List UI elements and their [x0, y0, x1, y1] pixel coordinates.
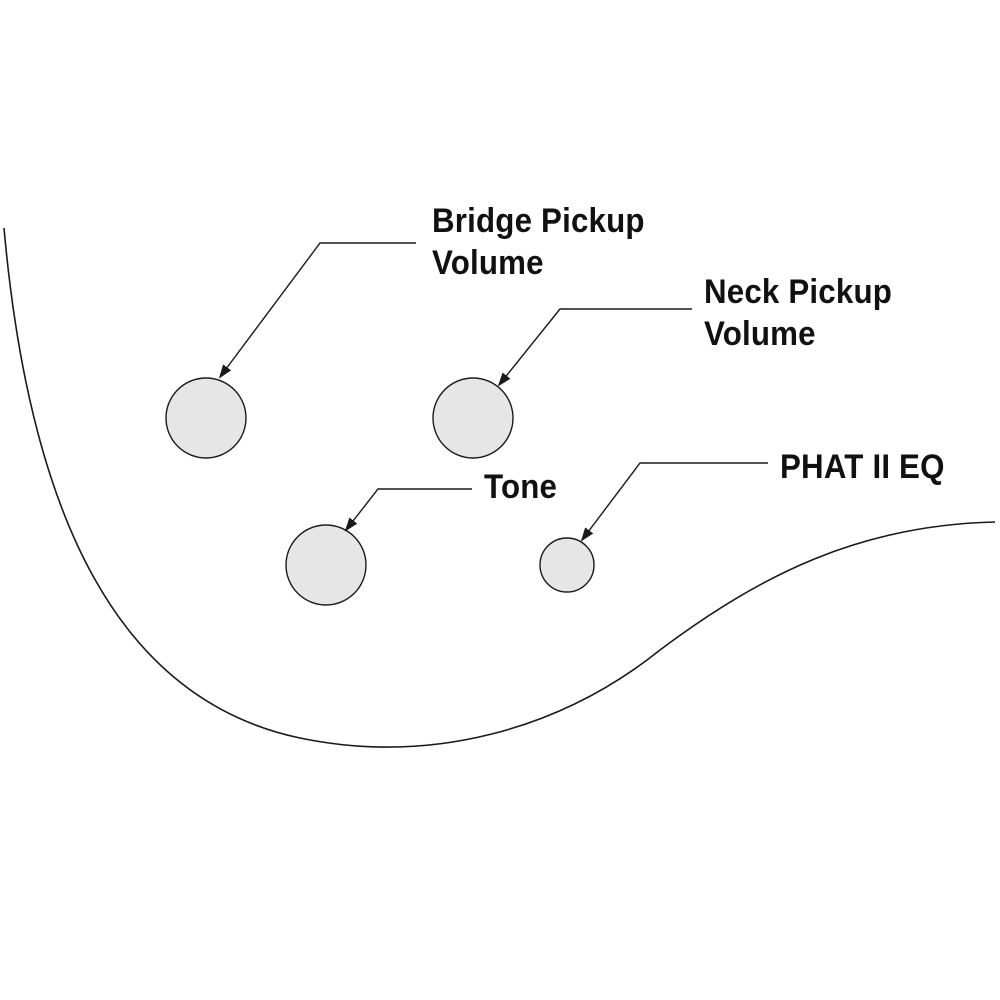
neck-label-line1: Neck Pickup [704, 273, 893, 311]
phat-eq-knob[interactable] [539, 537, 595, 593]
bridge-label-line1: Bridge Pickup [432, 202, 645, 240]
neck-label-line2: Volume [704, 315, 816, 353]
tone-label: Tone [484, 466, 557, 508]
phat-eq-label: PHAT II EQ [780, 446, 945, 488]
bridge-volume-knob[interactable] [165, 377, 247, 459]
neck-pickup-volume-label: Neck Pickup Volume [704, 271, 892, 355]
neck-leader-line [497, 308, 692, 387]
tone-knob[interactable] [285, 524, 367, 606]
tone-leader-line [344, 488, 472, 532]
phat-leader-line [580, 462, 768, 542]
bridge-label-line2: Volume [432, 244, 544, 282]
neck-volume-knob[interactable] [432, 377, 514, 459]
tone-label-line1: Tone [484, 468, 558, 506]
phat-label-line1: PHAT II EQ [780, 448, 945, 486]
bridge-leader-line [218, 242, 416, 379]
body-outline [3, 227, 996, 748]
bridge-pickup-volume-label: Bridge Pickup Volume [432, 200, 645, 284]
